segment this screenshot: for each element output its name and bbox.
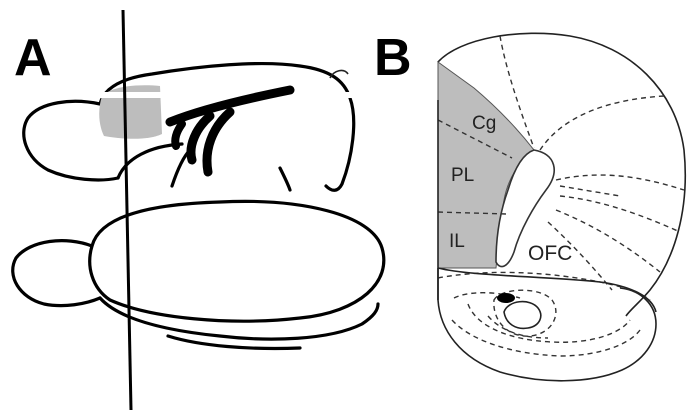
panel-a: A [13, 10, 384, 410]
label-cg: Cg [472, 113, 496, 134]
top-dash-2 [540, 96, 664, 150]
panel-b-label: B [374, 29, 412, 87]
anterior-commissure [497, 293, 515, 303]
section-plane-line [123, 10, 131, 410]
right-dash-5 [560, 186, 620, 196]
anterior-loop [504, 302, 541, 329]
lower-olfactory-lobe [13, 241, 100, 306]
lower-hemisphere [90, 201, 384, 321]
brainstem-outline [100, 298, 378, 339]
label-pl: PL [451, 165, 474, 186]
ventral-dash-2 [468, 304, 630, 342]
panel-a-label: A [14, 29, 52, 87]
panel-b: B Cg P [374, 29, 685, 381]
cortex-lower-line-2 [280, 168, 290, 190]
mask-band [52, 92, 362, 98]
coronal-outline-bottom [438, 268, 656, 381]
label-il: IL [449, 231, 465, 252]
right-dash-2 [560, 196, 680, 232]
right-dash-1 [556, 175, 684, 190]
label-ofc: OFC [528, 242, 572, 265]
